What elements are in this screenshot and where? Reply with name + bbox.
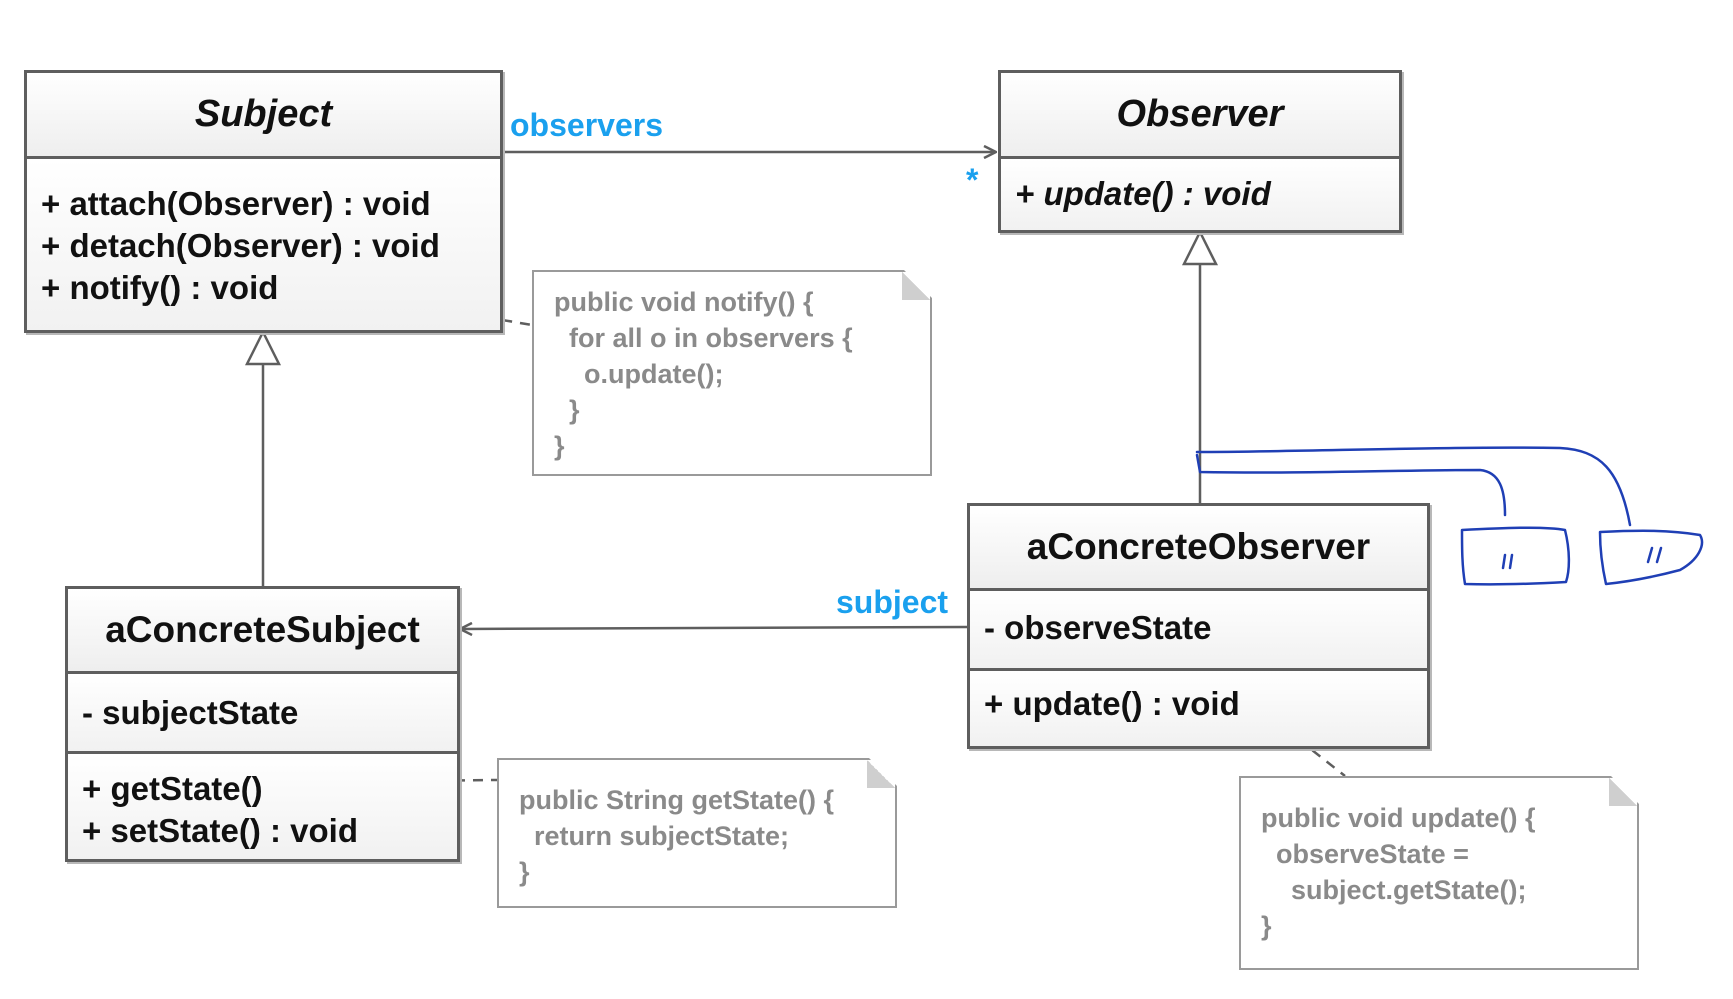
update-note-code: public void update() { observeState = su… — [1261, 803, 1536, 941]
update-note: public void update() { observeState = su… — [1239, 776, 1639, 970]
concrete-subject-operations: + getState() + setState() : void — [68, 751, 457, 859]
getstate-note: public String getState() { return subjec… — [497, 758, 897, 908]
concrete-observer-operations: + update() : void — [970, 668, 1427, 746]
subject-class-name: Subject — [27, 73, 500, 156]
subject-operation-notify: + notify() : void — [41, 269, 279, 306]
concrete-observer-attributes: - observeState — [970, 588, 1427, 668]
concrete-observer-operation-update: + update() : void — [984, 685, 1240, 722]
concrete-observer-class-name: aConcreteObserver — [970, 506, 1427, 588]
observer-operations: + update() : void — [1001, 156, 1399, 230]
notify-note-code: public void notify() { for all o in obse… — [554, 287, 853, 461]
observer-class-name: Observer — [1001, 73, 1399, 156]
subject-generalization-triangle — [244, 329, 282, 366]
subject-operation-attach: + attach(Observer) : void — [41, 185, 431, 222]
ink-annotation — [1195, 446, 1704, 586]
subject-association-line — [460, 627, 968, 629]
concrete-subject-attributes: - subjectState — [68, 671, 457, 751]
concrete-subject-class[interactable]: aConcreteSubject - subjectState + getSta… — [65, 586, 460, 862]
concrete-subject-attribute-state: - subjectState — [82, 694, 299, 731]
getstate-note-code: public String getState() { return subjec… — [519, 785, 835, 887]
concrete-observer-class[interactable]: aConcreteObserver - observeState + updat… — [967, 503, 1430, 749]
observers-multiplicity-label: * — [966, 162, 979, 198]
subject-role-label: subject — [836, 584, 949, 620]
subject-operation-detach: + detach(Observer) : void — [41, 227, 440, 264]
observers-role-label: observers — [510, 107, 663, 143]
getstate-note-dash — [292, 778, 498, 784]
observer-generalization-triangle — [1181, 229, 1219, 266]
concrete-subject-class-name: aConcreteSubject — [68, 589, 457, 671]
concrete-subject-operation-setstate: + setState() : void — [82, 812, 358, 849]
subject-class[interactable]: Subject + attach(Observer) : void + deta… — [24, 70, 503, 333]
concrete-subject-operation-getstate: + getState() — [82, 770, 263, 807]
observer-operation-update: + update() : void — [1015, 175, 1271, 212]
subject-operations: + attach(Observer) : void + detach(Obser… — [27, 156, 500, 330]
observer-class[interactable]: Observer + update() : void — [998, 70, 1402, 233]
notify-note: public void notify() { for all o in obse… — [532, 270, 932, 476]
concrete-observer-attribute-state: - observeState — [984, 609, 1212, 646]
update-note-dash — [1269, 716, 1346, 777]
